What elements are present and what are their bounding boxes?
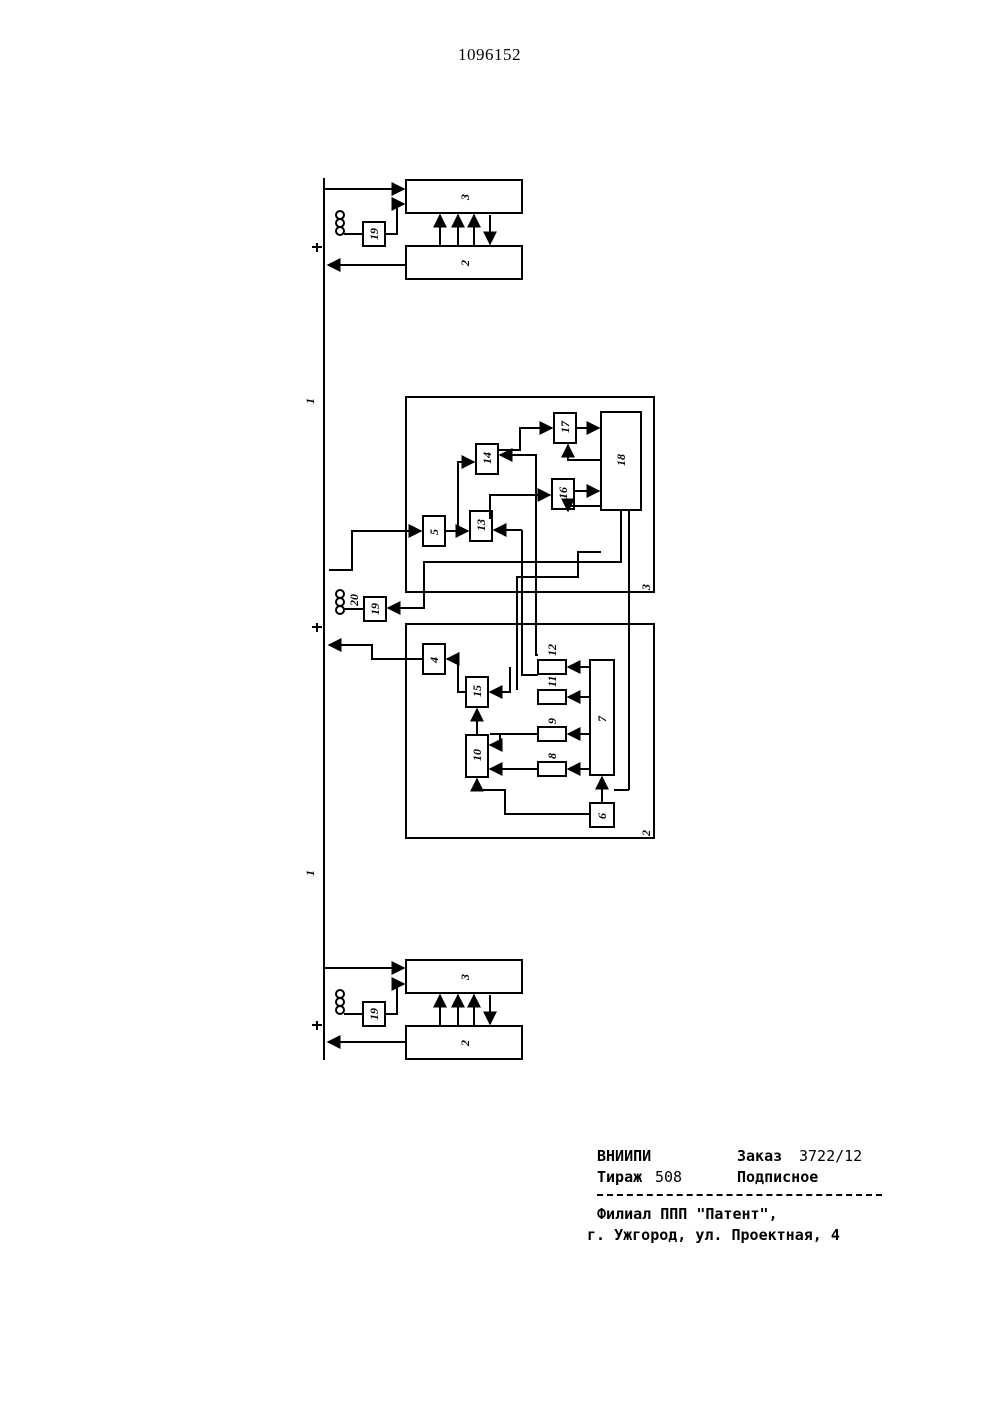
label-top-19: 19 xyxy=(367,228,381,240)
label-4: 4 xyxy=(427,657,441,664)
label-mid-2: 2 xyxy=(639,830,653,837)
imprint-org: ВНИИПИ xyxy=(597,1146,651,1167)
label-9: 9 xyxy=(545,718,559,724)
label-12: 12 xyxy=(545,644,559,656)
label-bus-lower: 1 xyxy=(303,870,317,876)
label-mid-3: 3 xyxy=(639,584,653,591)
label-5: 5 xyxy=(427,529,441,535)
imprint-branch: Филиал ППП "Патент", xyxy=(597,1204,887,1225)
label-13: 13 xyxy=(474,519,488,531)
imprint-order-value: 3722/12 xyxy=(799,1146,862,1167)
label-17: 17 xyxy=(558,420,572,433)
imprint-circulation-value: 508 xyxy=(655,1167,682,1188)
label-11: 11 xyxy=(545,676,559,687)
imprint-address: г. Ужгород, ул. Проектная, 4 xyxy=(587,1225,887,1246)
label-16: 16 xyxy=(556,487,570,499)
label-bottom-3: 3 xyxy=(458,974,472,981)
label-14: 14 xyxy=(480,452,494,464)
label-top-2: 2 xyxy=(458,260,472,267)
label-7: 7 xyxy=(595,715,609,722)
label-18: 18 xyxy=(614,454,628,466)
imprint-order-label: Заказ xyxy=(737,1146,782,1167)
block-9-box xyxy=(538,727,566,741)
label-6: 6 xyxy=(595,813,609,819)
label-15: 15 xyxy=(470,685,484,697)
label-bottom-2: 2 xyxy=(458,1040,472,1047)
label-mid-19: 19 xyxy=(368,603,382,615)
label-10: 10 xyxy=(470,749,484,761)
imprint-divider xyxy=(597,1194,882,1196)
middle-unit-2-frame xyxy=(406,624,654,838)
block-11-box xyxy=(538,690,566,704)
imprint-subscription: Подписное xyxy=(737,1167,818,1188)
label-top-3: 3 xyxy=(458,194,472,201)
label-bottom-19: 19 xyxy=(367,1008,381,1020)
label-8: 8 xyxy=(545,753,559,759)
imprint-circulation-label: Тираж xyxy=(597,1167,642,1188)
label-mid-20: 20 xyxy=(347,594,361,607)
imprint: ВНИИПИ Заказ 3722/12 Тираж 508 Подписное… xyxy=(597,1146,887,1246)
block-8-box xyxy=(538,762,566,776)
block-12-box xyxy=(538,660,566,674)
label-bus-upper: 1 xyxy=(303,398,317,404)
